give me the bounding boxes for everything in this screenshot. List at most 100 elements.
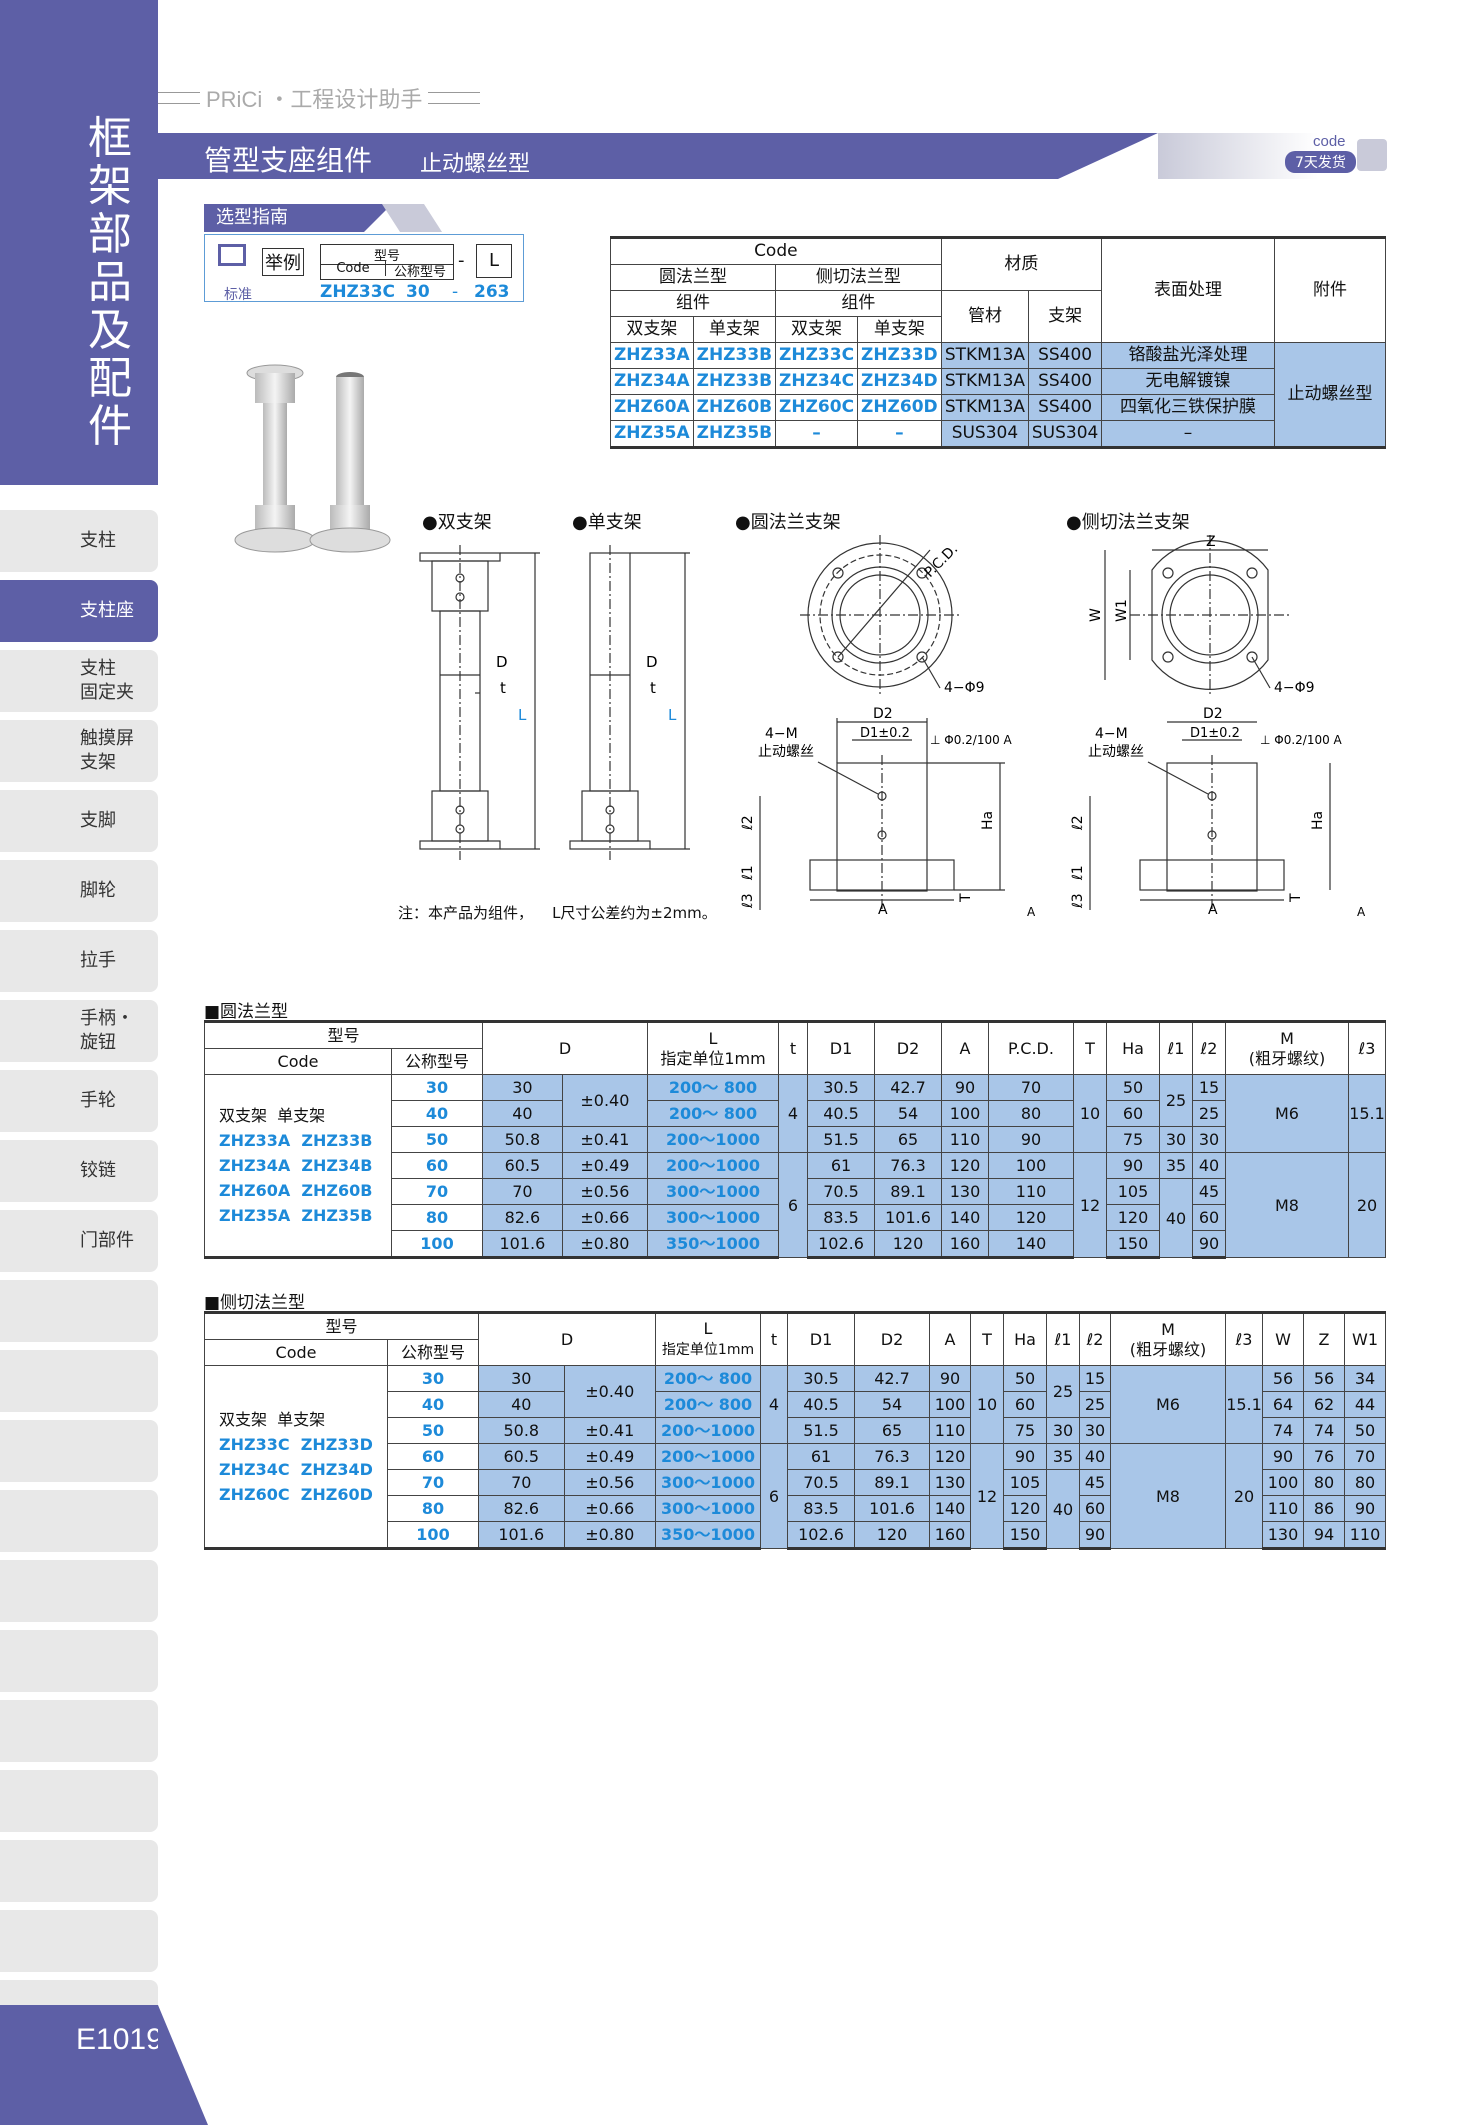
brand-line: PRiCi ・工程设计助手 <box>158 82 480 114</box>
mt-cell: – <box>857 420 942 449</box>
rt-h-d: D <box>482 1020 648 1075</box>
st-codes-head: 双支架 单支架 <box>219 1409 326 1429</box>
st-h-ha: Ha <box>1003 1311 1047 1366</box>
dim-d: D <box>496 653 508 671</box>
tab-door-parts[interactable]: 门部件 <box>0 1210 158 1272</box>
mt-cell: – <box>1101 420 1275 449</box>
tab-caster[interactable]: 脚轮 <box>0 860 158 922</box>
st-l2: 40 <box>1079 1443 1111 1470</box>
st-l2: 45 <box>1079 1469 1111 1496</box>
tab-empty-9[interactable] <box>0 1840 158 1902</box>
tab-handwheel[interactable]: 手轮 <box>0 1070 158 1132</box>
rt-d1: 70.5 <box>807 1178 875 1205</box>
st-z: 56 <box>1303 1365 1345 1392</box>
rt-d1: 102.6 <box>807 1230 875 1259</box>
st-h-model: 型号 <box>204 1311 479 1340</box>
rt-h-t: t <box>778 1020 808 1075</box>
tab-hinge[interactable]: 铰链 <box>0 1140 158 1202</box>
dim-T: T <box>1288 893 1304 903</box>
rt-l: 200～ 800 <box>647 1074 779 1101</box>
dim-T: T <box>958 893 974 903</box>
tab-empty-5[interactable] <box>0 1560 158 1622</box>
rt-l3: 20 <box>1348 1152 1386 1258</box>
rt-codes-pair: ZHZ60A ZHZ60B <box>219 1181 373 1200</box>
tab-empty-1[interactable] <box>0 1280 158 1342</box>
st-w1: 80 <box>1344 1469 1386 1496</box>
dim-l1: ℓ1 <box>1070 865 1086 881</box>
dim-m: 4−M <box>1095 726 1128 742</box>
guide-example: 举例 <box>262 248 304 276</box>
rt-ha: 150 <box>1106 1230 1160 1259</box>
tab-empty-3[interactable] <box>0 1420 158 1482</box>
rt-pcd: 100 <box>988 1152 1074 1179</box>
category-title: 框架部品及配件 <box>88 113 132 452</box>
st-z: 76 <box>1303 1443 1345 1470</box>
st-d1: 30.5 <box>787 1365 855 1392</box>
tab-empty-7[interactable] <box>0 1700 158 1762</box>
rt-h-l1: ℓ1 <box>1159 1020 1193 1075</box>
rt-l2: 30 <box>1192 1126 1226 1153</box>
st-h-l-unit: 指定单位1mm <box>661 1342 755 1358</box>
rt-ha: 75 <box>1106 1126 1160 1153</box>
guide-model-label: 型号 <box>321 245 453 265</box>
st-ha: 60 <box>1003 1391 1047 1418</box>
product-photo <box>234 364 391 553</box>
tab-knob[interactable]: 手柄・ 旋钮 <box>0 1000 158 1062</box>
dim-stopscrew: 止动螺丝 <box>758 744 814 760</box>
mt-cell: ZHZ34A <box>610 368 694 395</box>
rt-d: 30 <box>482 1074 563 1101</box>
tab-touchscreen-bracket[interactable]: 触摸屏 支架 <box>0 720 158 782</box>
mt-cell: 铬酸盐光泽处理 <box>1101 342 1275 369</box>
rt-d2: 42.7 <box>874 1074 942 1101</box>
dim-w: W <box>1088 608 1104 622</box>
st-l2: 30 <box>1079 1417 1111 1444</box>
tab-pillar[interactable]: 支柱 <box>0 510 158 572</box>
st-w: 100 <box>1262 1469 1304 1496</box>
brand-text: PRiCi ・工程设计助手 <box>200 82 429 114</box>
st-h-w1: W1 <box>1344 1311 1386 1366</box>
mt-cell: ZHZ35B <box>692 420 777 449</box>
rt-l: 300～1000 <box>647 1204 779 1231</box>
st-d1: 102.6 <box>787 1521 855 1550</box>
tab-empty-8[interactable] <box>0 1770 158 1832</box>
guide-header: 选型指南 <box>204 204 364 232</box>
st-w1: 110 <box>1344 1521 1386 1550</box>
tab-empty-10[interactable] <box>0 1910 158 1972</box>
rt-t: 4 <box>778 1074 808 1153</box>
mt-round: 圆法兰型 <box>609 264 777 291</box>
tab-empty-6[interactable] <box>0 1630 158 1692</box>
mt-cell: ZHZ60B <box>692 394 777 421</box>
st-d2: 120 <box>854 1521 930 1550</box>
tab-handle[interactable]: 拉手 <box>0 930 158 992</box>
tab-pillar-base[interactable]: 支柱座 <box>0 580 158 642</box>
rt-d2: 76.3 <box>874 1152 942 1179</box>
st-a: 110 <box>929 1417 971 1444</box>
mt-tube: 管材 <box>940 290 1030 343</box>
mt-cell: ZHZ33B <box>692 368 777 395</box>
guide-l-label: L <box>476 244 512 278</box>
badge-days-num: 7 <box>1295 155 1304 171</box>
dim-tol: ⊥ Φ0.2/100 A <box>930 733 1013 747</box>
tab-foot[interactable]: 支脚 <box>0 790 158 852</box>
tab-pillar-clamp[interactable]: 支柱 固定夹 <box>0 650 158 712</box>
st-tol: ±0.40 <box>563 1365 657 1418</box>
rt-pcd: 120 <box>988 1204 1074 1231</box>
rt-h-l2: ℓ2 <box>1192 1020 1226 1075</box>
st-a: 100 <box>929 1391 971 1418</box>
selection-guide: 选型指南 举例 型号 Code 公称型号 - L 标准 ZHZ33C 30 - … <box>204 204 524 304</box>
dim-ha: Ha <box>1310 811 1326 830</box>
st-l2: 60 <box>1079 1495 1111 1522</box>
rt-tol: ±0.66 <box>561 1204 649 1231</box>
badge-code: code <box>1313 133 1346 150</box>
mt-accessory: 附件 <box>1274 236 1386 343</box>
st-size: 80 <box>387 1495 479 1522</box>
tab-empty-4[interactable] <box>0 1490 158 1552</box>
st-h-a: A <box>929 1311 971 1366</box>
tab-empty-2[interactable] <box>0 1350 158 1412</box>
rt-m: M6 <box>1225 1074 1349 1153</box>
rt-l: 350～1000 <box>647 1230 779 1259</box>
guide-ex-dash: - <box>452 282 459 302</box>
st-h-l3: ℓ3 <box>1225 1311 1263 1366</box>
st-l2: 15 <box>1079 1365 1111 1392</box>
